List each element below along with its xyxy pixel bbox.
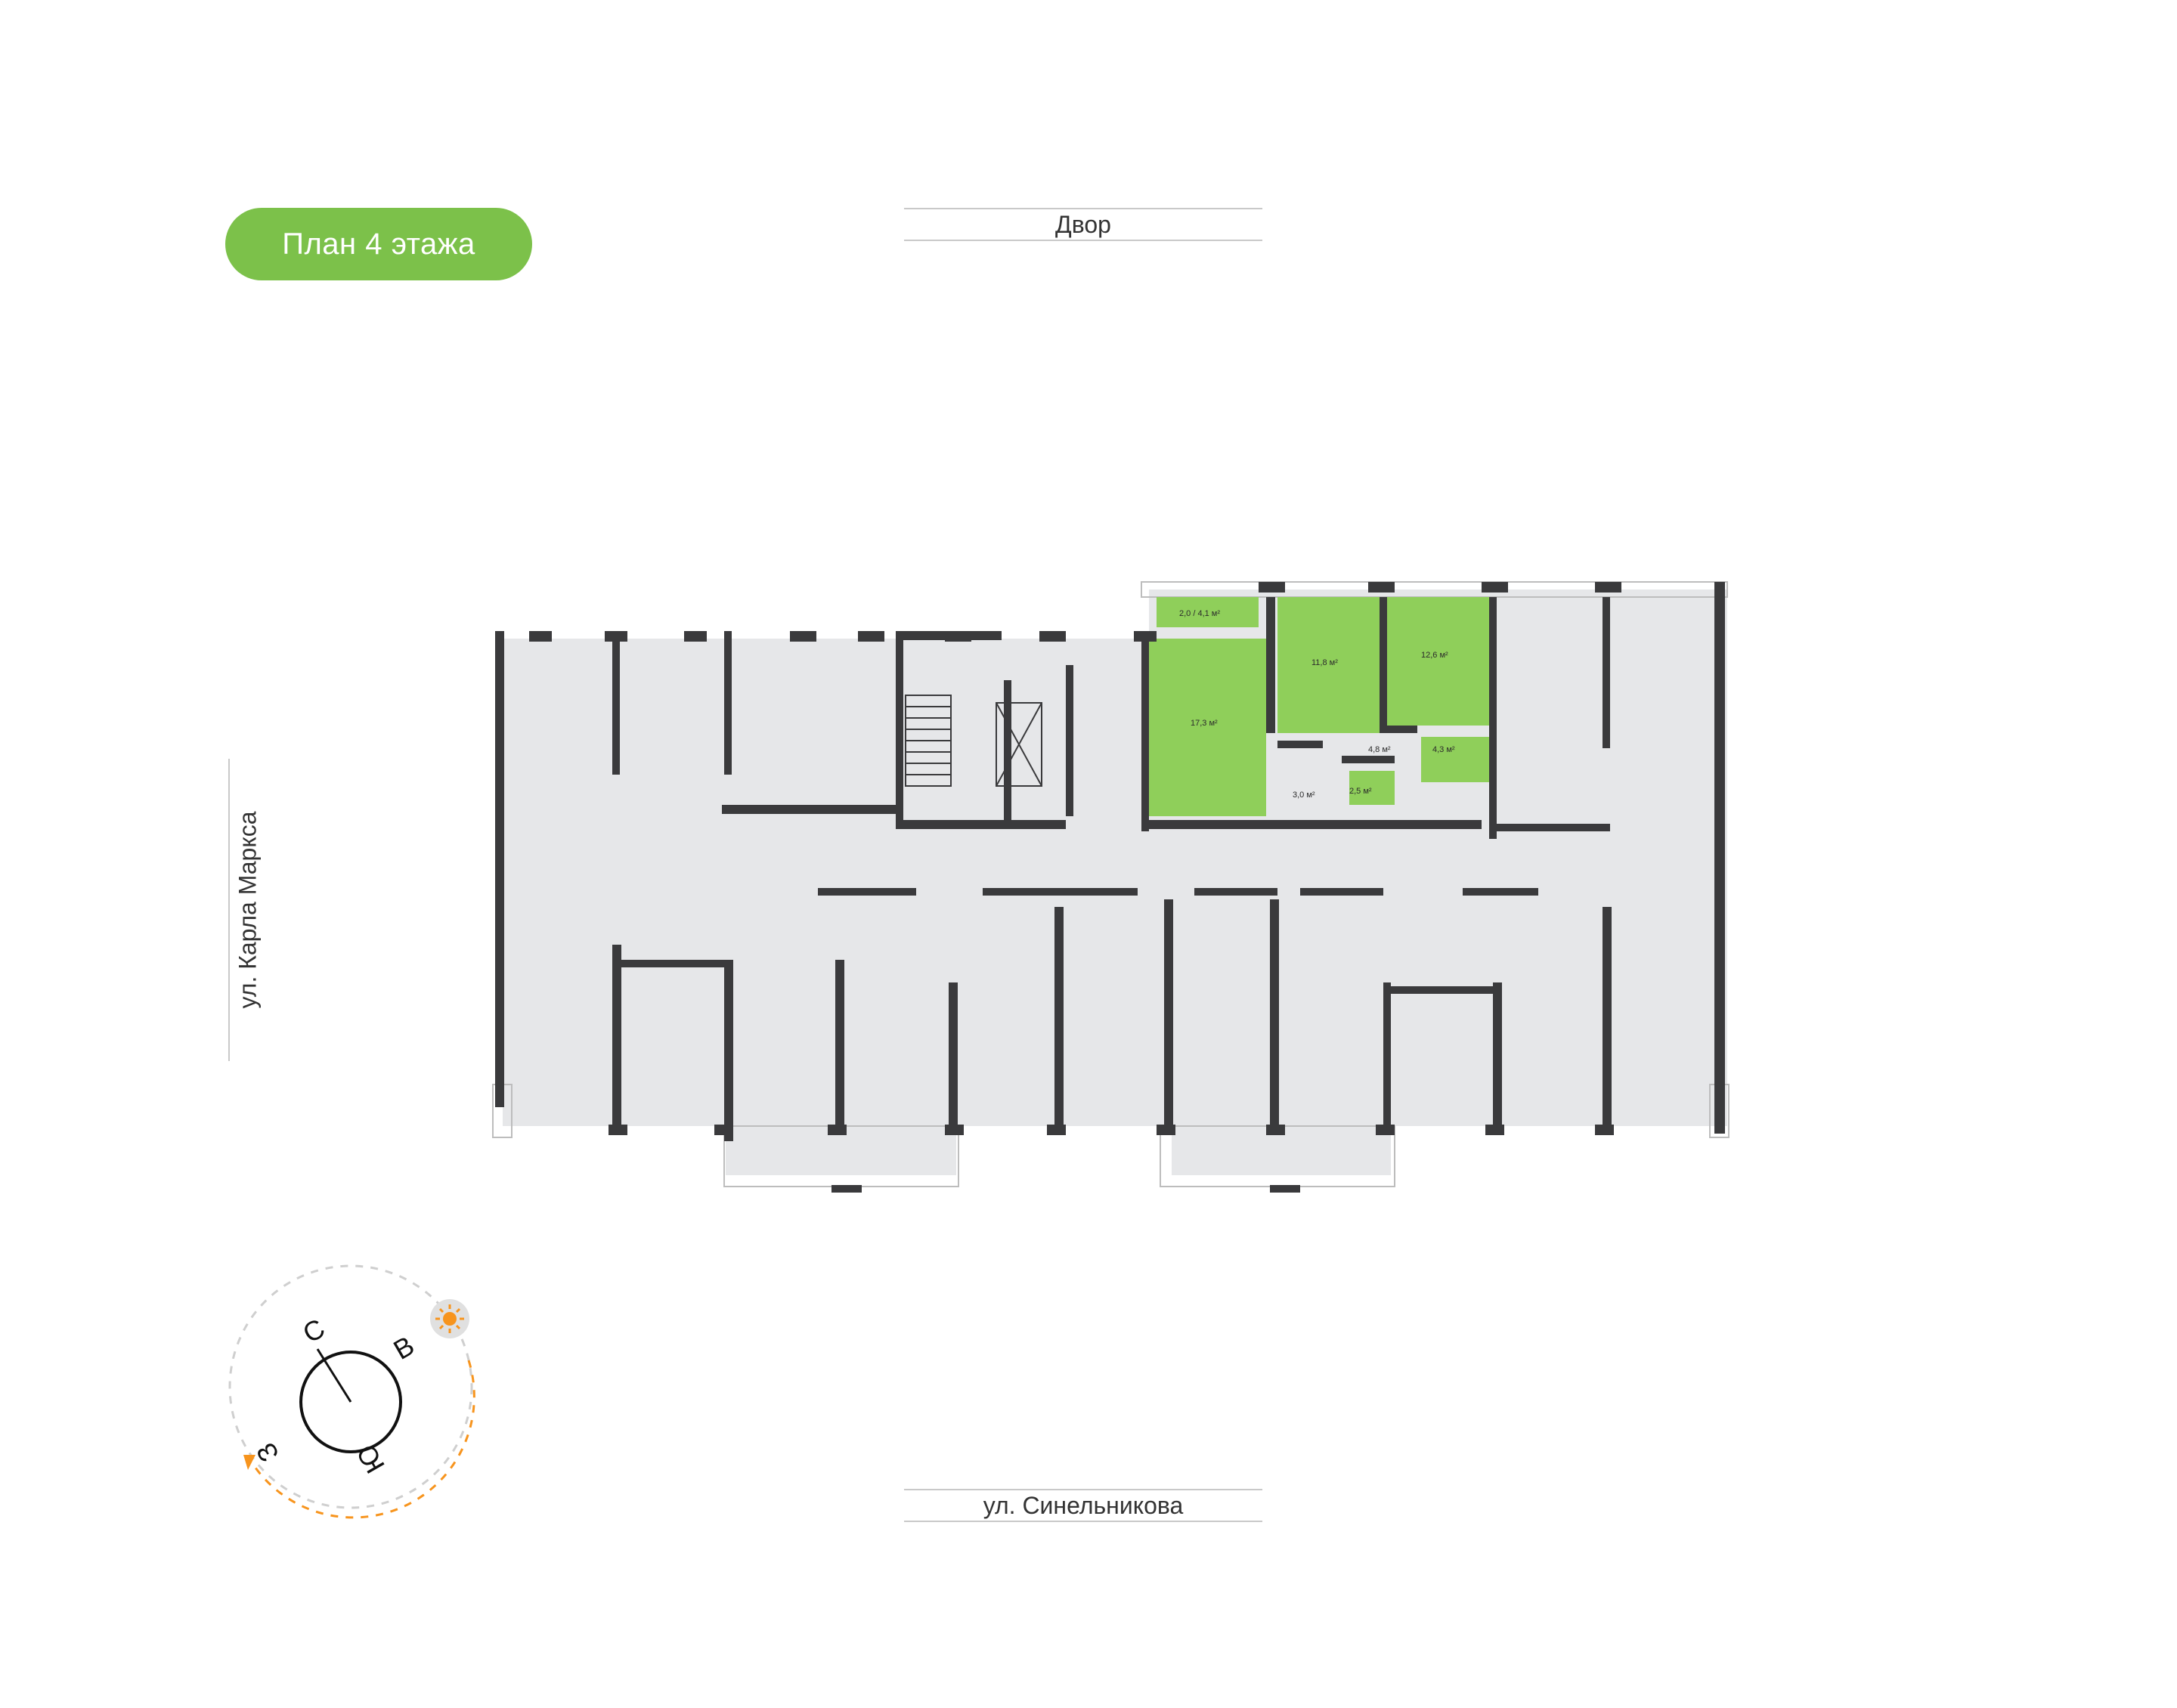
building-footprint: [492, 581, 1730, 1187]
area-label-hall: 4,8 м²: [1368, 745, 1391, 754]
walls: [495, 582, 1725, 1193]
room-bedroom-1[interactable]: [1277, 597, 1380, 733]
room-bathroom[interactable]: [1421, 737, 1489, 782]
compass-west-label: З: [250, 1437, 285, 1467]
area-label-living: 17,3 м²: [1191, 719, 1218, 728]
compass-orbit: [228, 1264, 473, 1509]
room-living[interactable]: [1149, 639, 1266, 816]
area-label-wc: 2,5 м²: [1349, 787, 1372, 796]
room-balcony[interactable]: [1157, 597, 1259, 627]
compass-circle: [299, 1351, 402, 1453]
street-top-text: Двор: [1055, 210, 1111, 238]
area-label-bedroom-1: 11,8 м²: [1311, 658, 1338, 667]
floor-title-badge: План 4 этажа: [225, 208, 532, 280]
area-label-corridor: 3,0 м²: [1293, 791, 1315, 800]
area-label-bathroom: 4,3 м²: [1432, 745, 1455, 754]
area-label-bedroom-2: 12,6 м²: [1421, 651, 1448, 660]
stairwell: [905, 695, 1042, 787]
street-left-line: [228, 759, 260, 1061]
compass-needle-icon: [316, 1348, 352, 1403]
compass-north-label: С: [298, 1312, 330, 1349]
room-bedroom-2[interactable]: [1387, 597, 1489, 726]
sun-icon: [430, 1299, 469, 1338]
street-label-courtyard: Двор: [904, 208, 1262, 241]
compass-east-label: В: [389, 1329, 420, 1366]
sun-path: [248, 1360, 475, 1519]
highlighted-apartment[interactable]: [1149, 597, 1489, 816]
room-wc[interactable]: [1349, 771, 1395, 805]
street-label-sinelnikova: ул. Синельникова: [904, 1489, 1262, 1522]
sun-path-arrow-icon: [243, 1455, 255, 1470]
compass-south-label: Ю: [350, 1439, 391, 1478]
area-label-balcony: 2,0 / 4,1 м²: [1179, 609, 1220, 618]
street-bottom-text: ул. Синельникова: [983, 1491, 1184, 1519]
